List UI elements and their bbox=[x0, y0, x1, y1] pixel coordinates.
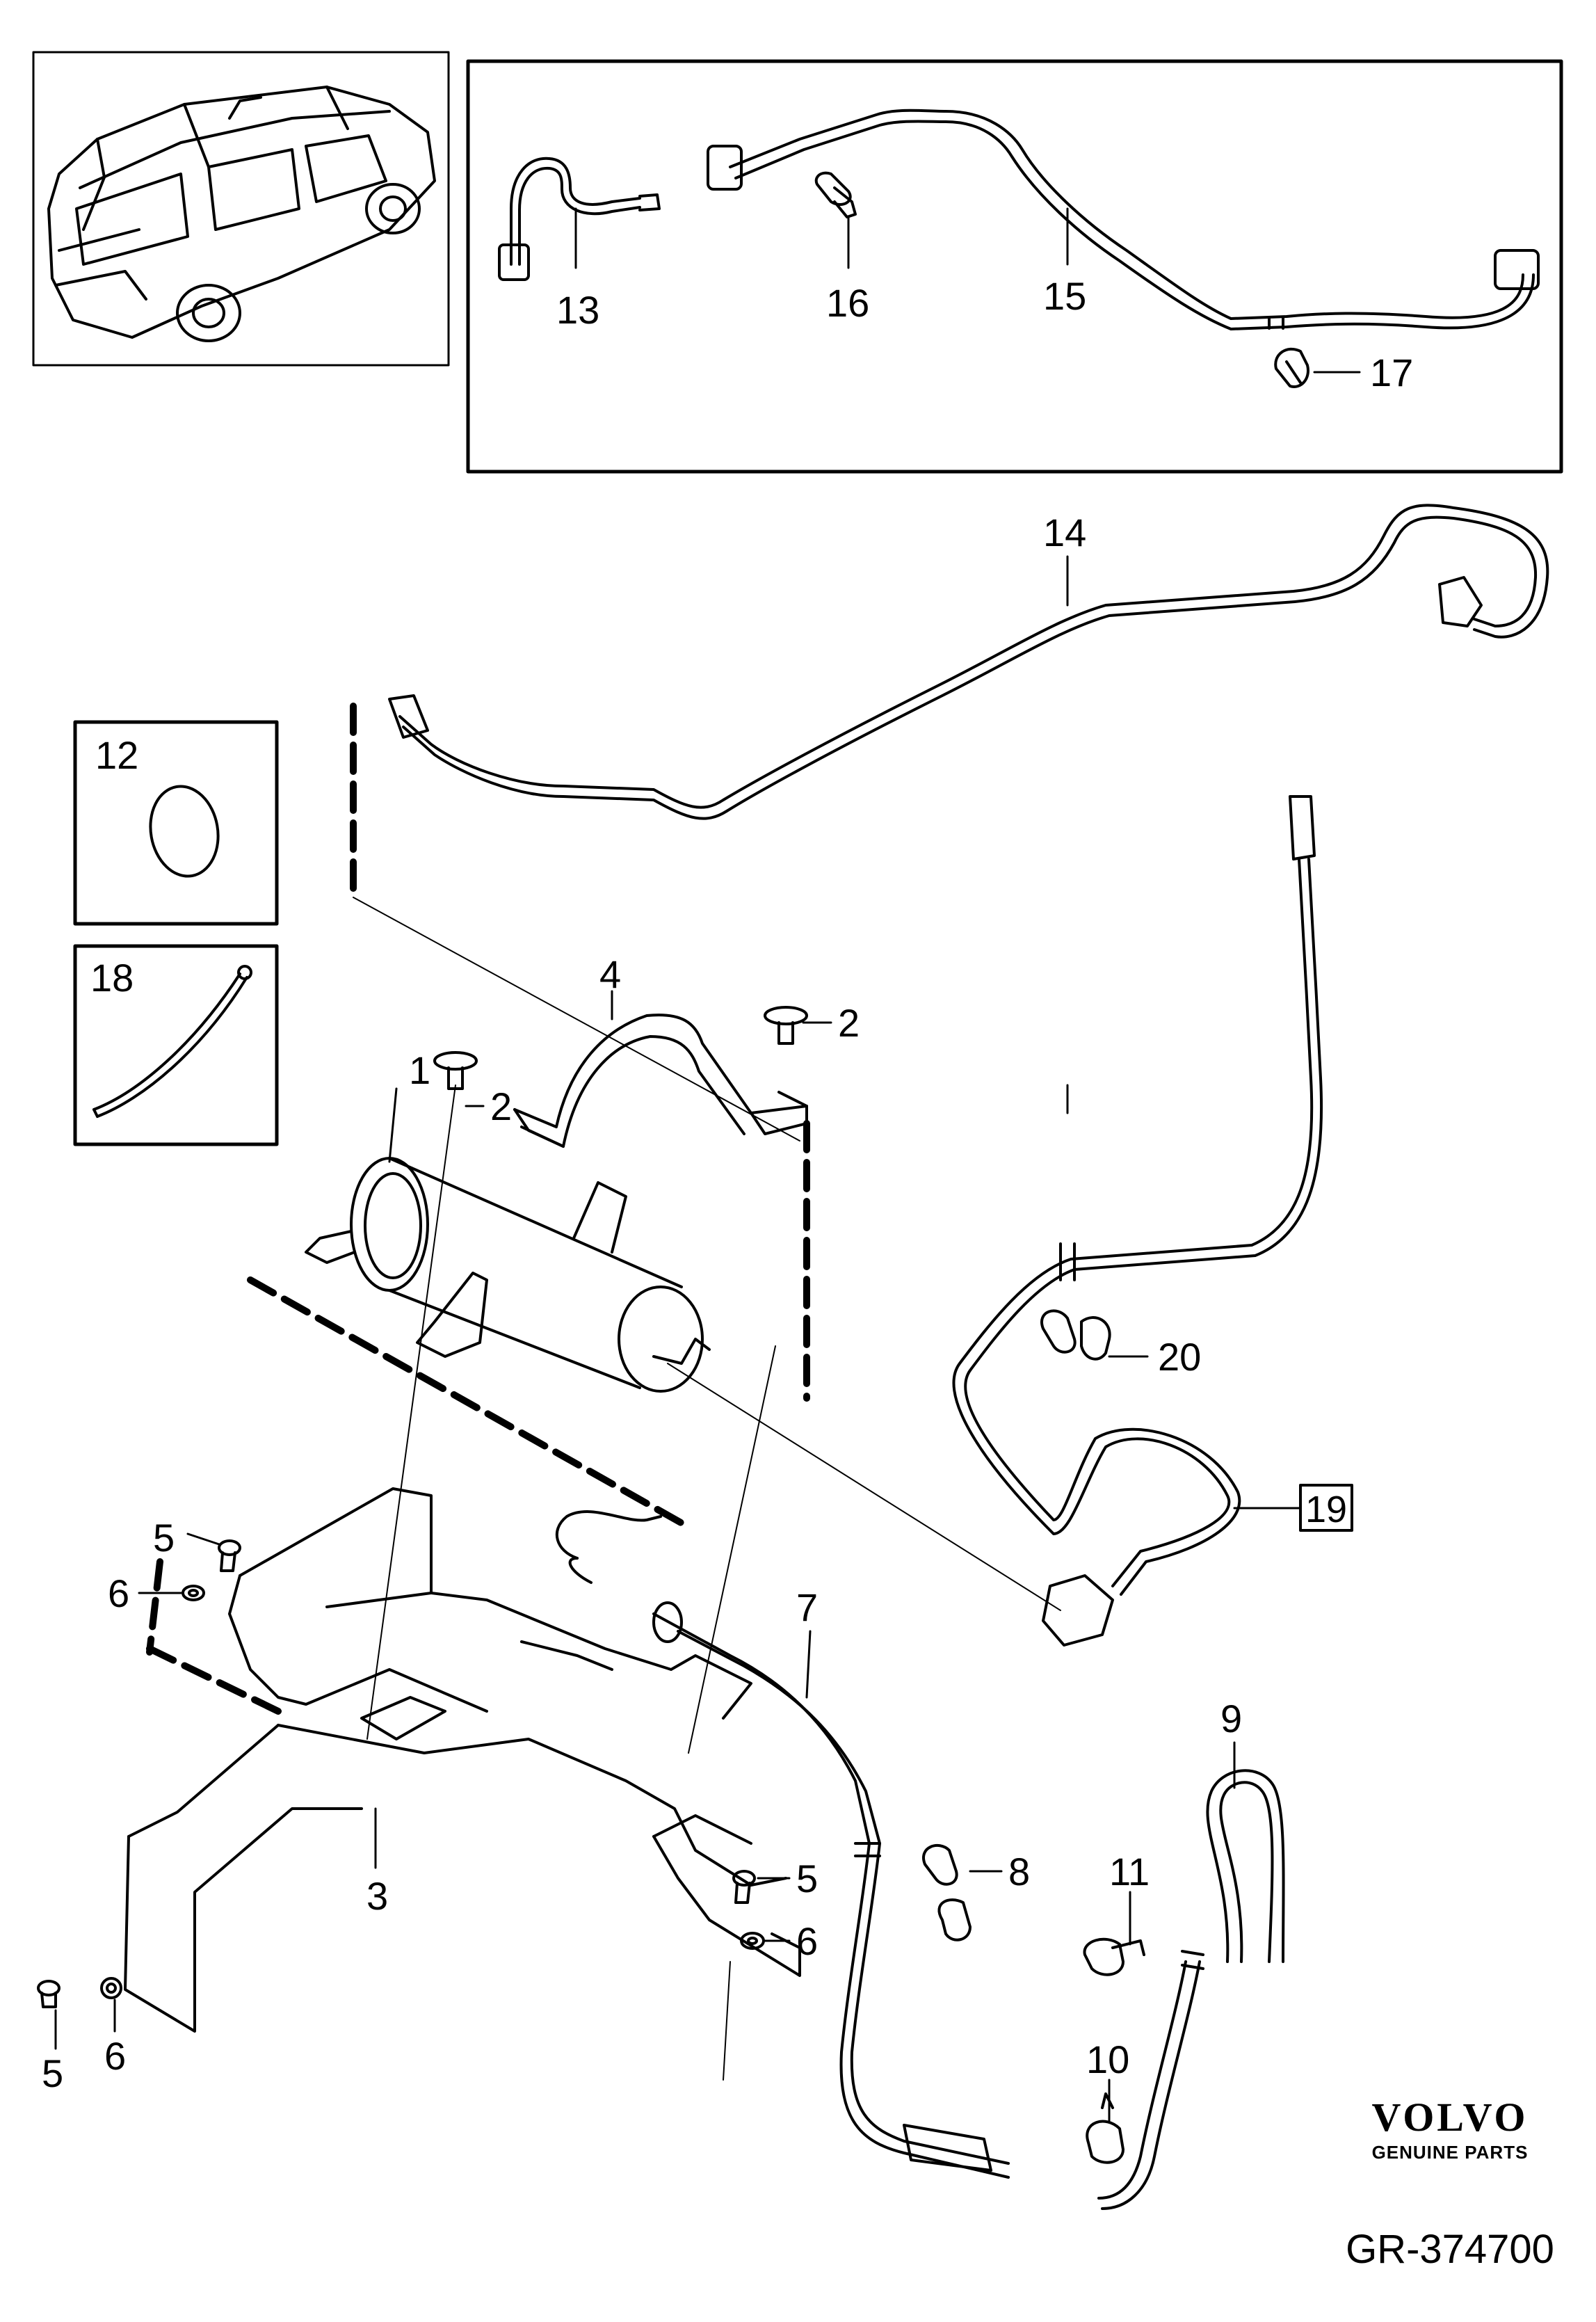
part-16-clip bbox=[814, 171, 857, 218]
part-4-strap bbox=[513, 1014, 808, 1148]
callout-6b: 6 bbox=[796, 1919, 818, 1963]
part-5-bolt-a bbox=[218, 1539, 241, 1572]
brand-subtitle: GENUINE PARTS bbox=[1371, 2142, 1529, 2163]
part-19-pipe bbox=[952, 795, 1323, 1647]
dashed-guide-lines bbox=[146, 703, 810, 1715]
part-6-washer-c bbox=[100, 1977, 122, 1999]
part-7-hose bbox=[555, 1510, 1010, 2179]
callout-17: 17 bbox=[1370, 351, 1413, 394]
part-1-canister bbox=[305, 1157, 711, 1393]
part-12-seal bbox=[149, 785, 220, 878]
callout-2b: 2 bbox=[838, 1001, 860, 1045]
callout-16: 16 bbox=[826, 281, 869, 325]
inset-leader-lines bbox=[574, 207, 1361, 374]
assembly-guide-lines bbox=[353, 897, 1061, 2081]
box-12 bbox=[73, 720, 279, 926]
part-11-clip bbox=[1083, 1937, 1145, 1976]
callout-labels: 1 2 2 3 4 5 5 5 6 6 6 7 8 9 10 11 12 13 … bbox=[42, 274, 1413, 2095]
brand-block: VOLVO GENUINE PARTS bbox=[1325, 2097, 1575, 2163]
brand-name: VOLVO bbox=[1371, 2095, 1529, 2140]
part-5-bolt-c bbox=[37, 1980, 61, 2008]
callout-5a: 5 bbox=[153, 1516, 175, 1560]
callout-19: 19 bbox=[1305, 1489, 1347, 1530]
part-5-bolt-b bbox=[732, 1870, 756, 1904]
diagram-reference: GR-374700 bbox=[1346, 2227, 1554, 2272]
callout-13: 13 bbox=[556, 288, 599, 332]
part-10-clip bbox=[1086, 2092, 1125, 2164]
callout-8: 8 bbox=[1008, 1850, 1030, 1893]
callout-14: 14 bbox=[1043, 511, 1086, 554]
callout-7: 7 bbox=[796, 1585, 818, 1629]
part-17-clip bbox=[1274, 347, 1309, 388]
inset-box-top bbox=[466, 59, 1563, 474]
part-2-bolt-b bbox=[764, 1006, 808, 1045]
part-18-cable-tie bbox=[92, 965, 252, 1118]
vehicle-thumbnail bbox=[32, 51, 450, 367]
callout-15: 15 bbox=[1043, 274, 1086, 318]
car-illustration bbox=[47, 86, 436, 342]
callout-1: 1 bbox=[409, 1048, 430, 1092]
part-6-washer-b bbox=[740, 1932, 765, 1950]
part-6-washer-a bbox=[182, 1585, 205, 1601]
part-9-hose bbox=[1097, 1769, 1285, 2210]
callout-leaders bbox=[54, 555, 1302, 2123]
callout-20: 20 bbox=[1158, 1335, 1201, 1379]
callout-3: 3 bbox=[366, 1874, 388, 1918]
callout-5c: 5 bbox=[42, 2051, 63, 2095]
callout-4: 4 bbox=[599, 952, 621, 996]
part-15-pipe bbox=[707, 109, 1540, 330]
part-20-clip bbox=[1040, 1309, 1111, 1361]
callout-9: 9 bbox=[1220, 1697, 1242, 1740]
callout-6c: 6 bbox=[104, 2034, 126, 2078]
callout-5b: 5 bbox=[796, 1857, 818, 1900]
part-2-bolt-a bbox=[433, 1051, 478, 1090]
part-8-clip bbox=[922, 1843, 972, 1941]
part-3-bracket bbox=[124, 1487, 801, 2033]
callout-2a: 2 bbox=[490, 1084, 512, 1128]
callout-11: 11 bbox=[1109, 1850, 1150, 1893]
callout-10: 10 bbox=[1086, 2037, 1129, 2081]
box-18 bbox=[73, 944, 279, 1146]
part-13-hose bbox=[498, 157, 661, 281]
callout-12: 12 bbox=[95, 733, 138, 777]
callout-6a: 6 bbox=[108, 1571, 129, 1615]
callout-18: 18 bbox=[90, 956, 134, 1000]
part-14-pipe bbox=[388, 504, 1549, 820]
